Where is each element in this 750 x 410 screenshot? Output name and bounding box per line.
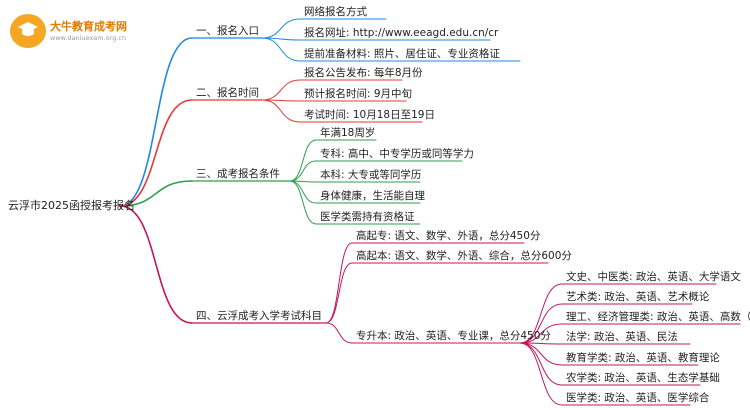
subject-connector [519,303,563,344]
subject-item: 法学: 政治、英语、民法 [566,331,678,343]
subject-item: 教育学类: 政治、英语、教育理论 [566,352,720,364]
logo: 大牛教育成考网 www.daniuexam.org.cn [10,14,150,48]
subject-connector [519,283,563,344]
branch-1-item: 网络报名方式 [304,6,367,18]
branch-connector [119,99,193,207]
branch-4-label: 四、云浮成考入学考试科目 [196,310,322,322]
subject-connector [519,342,563,406]
branch-4-item: 高起本: 语文、数学、外语、综合，总分600分 [356,250,572,262]
branch-2-item: 预计报名时间: 9月中旬 [304,88,413,100]
branch-connector [119,180,193,207]
branch-3-item: 年满18周岁 [320,127,376,139]
graduation-cap-icon [18,22,38,36]
branch-3-item: 专科: 高中、中专学历或同等学力 [320,148,474,160]
child-connector [325,242,353,324]
subject-item: 医学类: 政治、英语、医学综合 [566,392,710,404]
child-connector [261,99,301,123]
subject-connector [519,342,563,386]
branch-1-label: 一、报名入口 [196,25,259,37]
branch-4-item: 高起专: 语文、数学、外语，总分450分 [356,230,541,242]
logo-url: www.daniuexam.org.cn [50,34,127,42]
branch-3-item: 本科: 大专或等同学历 [320,169,422,181]
child-connector [261,79,301,101]
branch-2-item: 报名公告发布: 每年8月份 [304,67,423,79]
child-connector [261,18,301,39]
logo-badge [10,14,46,48]
child-connector [325,262,353,324]
branch-3-item: 身体健康，生活能自理 [320,190,425,202]
subject-item: 文史、中医类: 政治、英语、大学语文 [566,271,741,283]
subject-item: 农学类: 政治、英语、生态学基础 [566,372,720,384]
subject-item: 艺术类: 政治、英语、艺术概论 [566,291,710,303]
child-connector [289,160,317,182]
branch-connector [119,37,193,207]
branch-1-item: 提前准备材料: 照片、居住证、专业资格证 [304,48,500,60]
subject-connector [519,323,563,344]
child-connector [289,180,317,204]
branch-3-item: 医学类需持有资格证 [320,211,415,223]
subject-item: 理工、经济管理类: 政治、英语、高数（二） [566,311,750,323]
subject-connector [519,342,563,366]
logo-title: 大牛教育成考网 [50,20,127,33]
child-connector [325,322,353,344]
child-connector [261,37,301,62]
branch-2-item: 考试时间: 10月18日至19日 [304,109,435,121]
child-connector [289,139,317,182]
branch-1-item: 报名网址: http://www.eeagd.edu.cn/cr [304,27,499,39]
child-connector [289,180,317,225]
branch-2-label: 二、报名时间 [196,87,259,99]
branch-3-label: 三、成考报名条件 [196,168,280,180]
root-topic: 云浮市2025函授报考报名 [8,199,135,212]
branch-4-item: 专升本: 政治、英语、专业课，总分450分 [356,330,551,342]
branch-connector [119,205,193,324]
